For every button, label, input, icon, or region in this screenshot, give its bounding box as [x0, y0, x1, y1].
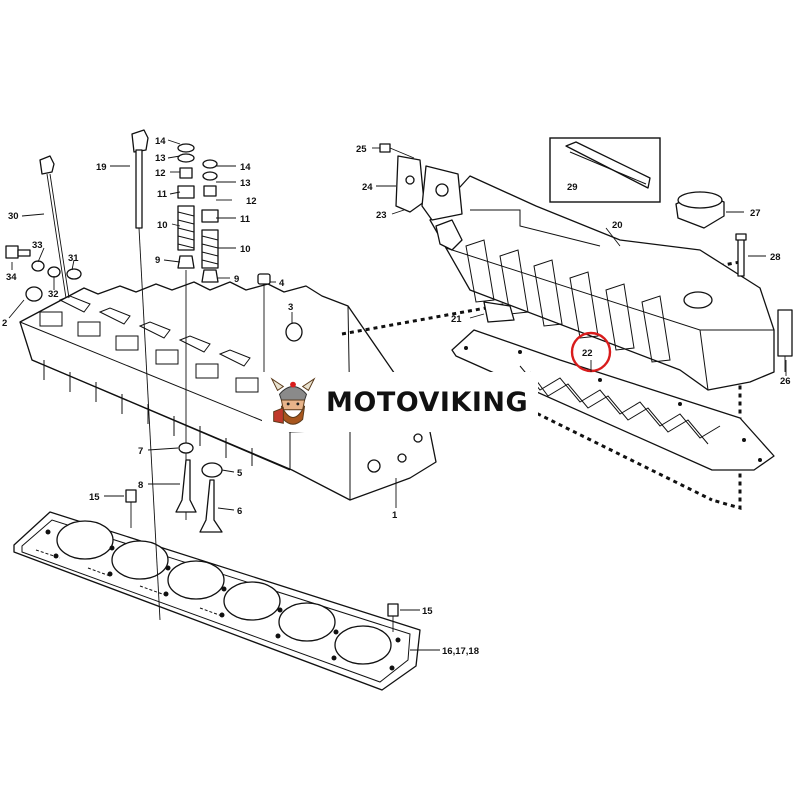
- callout-34: 34: [6, 272, 17, 283]
- callout-5: 5: [237, 468, 243, 479]
- callout-27: 27: [750, 208, 761, 219]
- callout-31: 31: [68, 253, 79, 264]
- callout-19: 19: [96, 162, 107, 173]
- callout-3: 3: [288, 302, 293, 313]
- callout-25: 25: [356, 144, 367, 155]
- callout-1: 1: [392, 510, 398, 521]
- callout-4: 4: [279, 278, 285, 289]
- callout-2: 2: [2, 318, 7, 329]
- callout-15b: 15: [422, 606, 433, 617]
- callout-10b: 10: [240, 244, 251, 255]
- callout-7: 7: [138, 446, 143, 457]
- callout-22: 22: [582, 348, 593, 359]
- brand-name: MOTOVIKING: [326, 386, 529, 418]
- callout-30: 30: [8, 211, 19, 222]
- callout-32: 32: [48, 289, 59, 300]
- callout-14b: 14: [240, 162, 251, 173]
- callout-8: 8: [138, 480, 143, 491]
- valve-cover: [429, 175, 775, 391]
- callout-28: 28: [770, 252, 781, 263]
- callout-15a: 15: [89, 492, 100, 503]
- callout-labels: 19 30 33 31 34 32 2 14 13 12 11 10 9 14 …: [2, 136, 791, 657]
- callout-9b: 9: [234, 274, 239, 285]
- callout-20: 20: [612, 220, 623, 231]
- callout-12b: 12: [246, 196, 257, 207]
- leader-lines: [8, 139, 787, 651]
- callout-14a: 14: [155, 136, 166, 147]
- callout-11b: 11: [240, 214, 251, 225]
- part-29-inset: [549, 137, 661, 203]
- valve-cover-gasket: [451, 329, 775, 471]
- callout-24: 24: [362, 182, 373, 193]
- brand-watermark: MOTOVIKING: [262, 372, 538, 432]
- callout-10a: 10: [157, 220, 168, 231]
- valve-train: [5, 129, 399, 632]
- callout-23: 23: [376, 210, 387, 221]
- head-gasket: [13, 511, 421, 691]
- callout-33: 33: [32, 240, 43, 251]
- callout-11a: 11: [157, 189, 168, 200]
- assembly-guide-line-lower: [529, 408, 713, 502]
- callout-21: 21: [451, 314, 462, 325]
- callout-12a: 12: [155, 168, 166, 179]
- callout-29: 29: [567, 182, 578, 193]
- cover-hardware: [379, 143, 793, 372]
- callout-13b: 13: [240, 178, 251, 189]
- callout-26: 26: [780, 376, 791, 387]
- viking-mascot-icon: [270, 377, 316, 425]
- callout-9a: 9: [155, 255, 160, 266]
- callout-13a: 13: [155, 153, 166, 164]
- callout-16-17-18: 16,17,18: [442, 646, 479, 657]
- callout-6: 6: [237, 506, 242, 517]
